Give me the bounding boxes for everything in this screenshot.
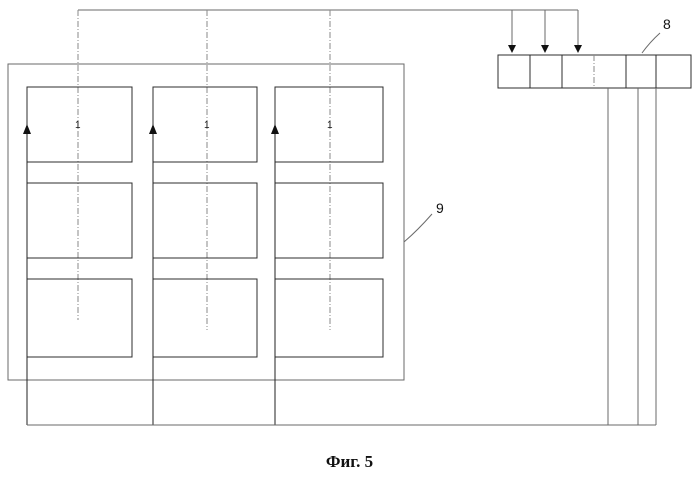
arrow-down-icon — [574, 45, 582, 53]
connector-label: 8 — [663, 16, 671, 32]
arrow-down-icon — [508, 45, 516, 53]
arrow-up-icon — [149, 124, 157, 134]
arrow-up-icon — [271, 124, 279, 134]
panel-leader — [404, 214, 432, 242]
arrow-down-icon — [541, 45, 549, 53]
connector-block — [498, 55, 691, 88]
cell-mark: 1 — [204, 120, 210, 131]
cell-mark: 1 — [327, 120, 333, 131]
panel-frame — [8, 64, 404, 380]
bottom-bus — [27, 88, 656, 425]
top-bus — [78, 10, 582, 330]
arrow-up-icon — [23, 124, 31, 134]
panel-label: 9 — [436, 200, 444, 216]
cell-mark: 1 — [75, 120, 81, 131]
figure-caption: Фиг. 5 — [0, 452, 699, 472]
connector-leader — [642, 33, 660, 53]
